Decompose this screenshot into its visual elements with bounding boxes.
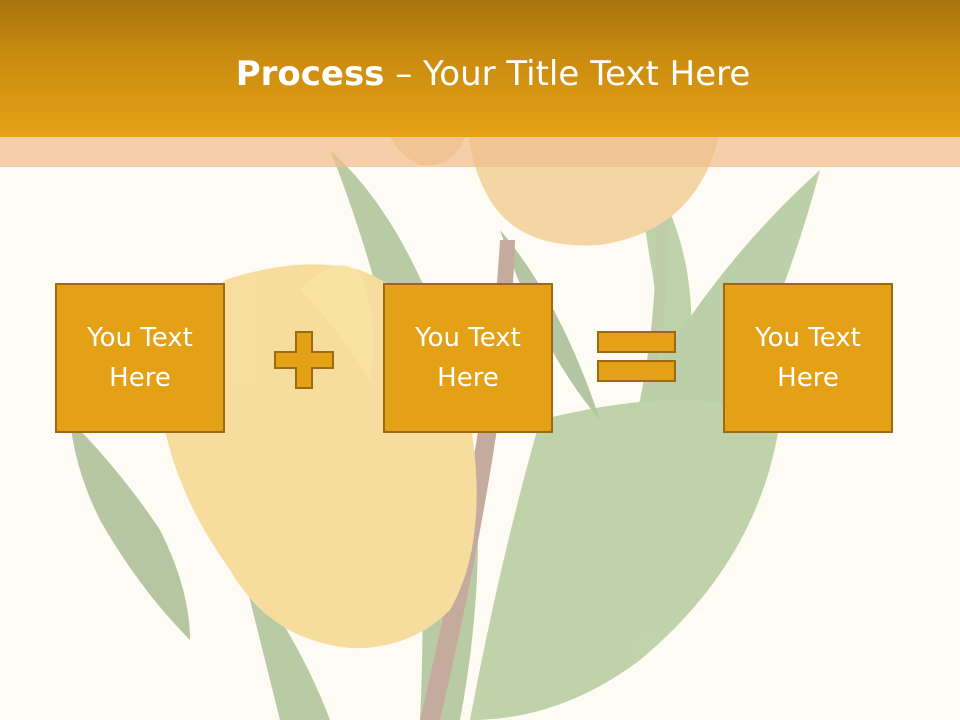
process-box-3[interactable]: You Text Here bbox=[723, 283, 893, 433]
process-box-2[interactable]: You Text Here bbox=[383, 283, 553, 433]
process-box-1[interactable]: You Text Here bbox=[55, 283, 225, 433]
title-rest: – Your Title Text Here bbox=[384, 54, 751, 94]
title-bar-accent-band bbox=[0, 137, 960, 167]
title-bold: Process bbox=[235, 54, 385, 94]
plus-icon bbox=[274, 331, 334, 389]
process-box-2-text: You Text Here bbox=[415, 323, 521, 393]
process-box-3-text: You Text Here bbox=[755, 323, 861, 393]
title-bar bbox=[0, 0, 960, 137]
slide-title: Process – Your Title Text Here bbox=[0, 52, 960, 96]
process-box-1-text: You Text Here bbox=[87, 323, 193, 393]
equals-icon bbox=[597, 331, 676, 382]
